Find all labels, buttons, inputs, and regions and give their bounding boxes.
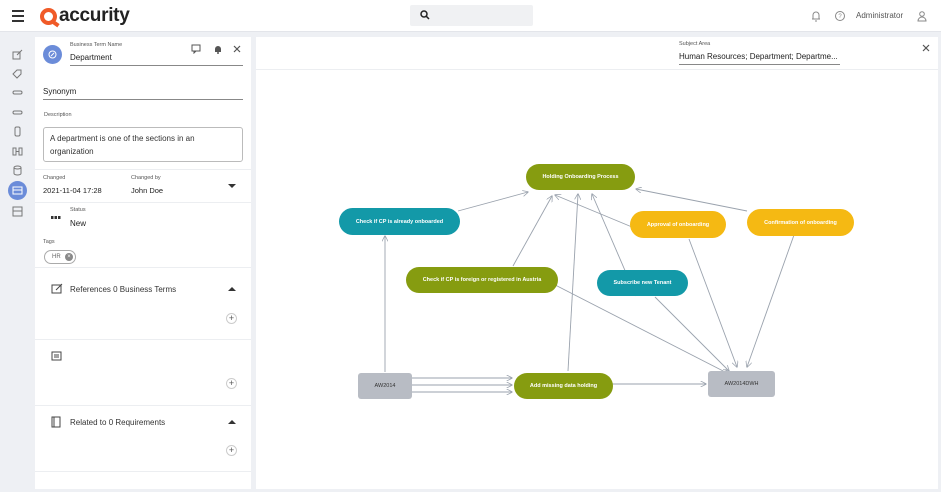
separator — [35, 405, 251, 406]
node-add-missing-data-holding[interactable]: Add missing data holding — [514, 373, 613, 399]
add-item-button[interactable]: + — [226, 378, 237, 389]
changed-by-value: John Doe — [131, 186, 164, 195]
business-term-avatar — [43, 45, 62, 64]
add-requirement-button[interactable]: + — [226, 445, 237, 456]
user-icon[interactable] — [915, 9, 929, 23]
lineage-icon[interactable] — [8, 181, 27, 200]
database-icon[interactable] — [8, 161, 27, 180]
node-approval-of-onboarding[interactable]: Approval of onboarding — [630, 211, 726, 238]
synonym-field[interactable]: Synonym — [43, 87, 77, 96]
subject-area-underline — [679, 64, 840, 65]
expand-history-icon[interactable] — [228, 184, 236, 188]
attribute-icon[interactable] — [8, 83, 27, 102]
description-label: Description — [44, 112, 72, 118]
logo-text: accurity — [59, 5, 130, 26]
node-confirmation-of-onboarding[interactable]: Confirmation of onboarding — [747, 209, 854, 236]
search-input[interactable] — [410, 5, 533, 26]
lineage-edges — [256, 37, 795, 489]
mapping-icon[interactable] — [8, 142, 27, 161]
left-rail — [0, 32, 35, 492]
separator — [35, 267, 251, 268]
close-icon[interactable] — [233, 45, 241, 53]
logo[interactable]: accurity — [40, 5, 130, 27]
edge — [457, 192, 528, 212]
edge — [555, 195, 633, 228]
edge — [688, 238, 737, 367]
separator — [35, 169, 251, 170]
node-holding-onboarding-process[interactable]: Holding Onboarding Process — [526, 164, 635, 190]
requirements-icon — [51, 416, 61, 428]
references-title: References 0 Business Terms — [70, 285, 177, 294]
tags-label: Tags — [43, 239, 55, 245]
entity-icon[interactable] — [8, 103, 27, 122]
changed-by-label: Changed by — [131, 175, 161, 181]
close-icon[interactable] — [922, 44, 930, 52]
remove-tag-icon[interactable]: × — [65, 253, 73, 261]
data-set-icon[interactable] — [8, 122, 27, 141]
status-label: Status — [70, 207, 86, 213]
separator — [35, 471, 251, 472]
node-check-already-onboarded[interactable]: Check if CP is already onboarded — [339, 208, 460, 235]
search-icon — [420, 10, 430, 20]
add-reference-button[interactable]: + — [226, 313, 237, 324]
tag-label: HR — [52, 254, 61, 260]
comment-section-icon — [51, 351, 62, 361]
diagram-panel: Subject Area Human Resources; Department… — [256, 37, 938, 489]
subject-area-label: Subject Area — [679, 41, 711, 47]
edit-icon — [48, 50, 57, 59]
separator — [35, 339, 251, 340]
changed-label: Changed — [43, 175, 66, 181]
node-aw2014dwh[interactable]: AW2014DWH — [708, 371, 775, 397]
node-aw2014[interactable]: AW2014 — [358, 373, 412, 399]
edge — [512, 196, 552, 267]
separator — [256, 69, 938, 70]
references-icon — [51, 283, 63, 294]
requirement-icon[interactable] — [8, 202, 27, 221]
name-underline — [70, 65, 243, 66]
edge — [747, 234, 795, 367]
status-icon — [51, 216, 61, 219]
comment-icon[interactable] — [191, 44, 202, 54]
notification-bell-icon[interactable] — [809, 9, 823, 23]
collapse-requirements-icon[interactable] — [228, 420, 236, 424]
name-label: Business Term Name — [70, 42, 123, 48]
bell-icon[interactable] — [213, 44, 223, 54]
menu-icon[interactable] — [12, 10, 24, 22]
description-field[interactable]: A department is one of the sections in a… — [43, 127, 243, 162]
collapse-references-icon[interactable] — [228, 287, 236, 291]
detail-panel: Business Term Name Department Synonym De… — [35, 37, 251, 489]
svg-text:?: ? — [838, 14, 842, 20]
status-value[interactable]: New — [70, 219, 87, 228]
requirements-title: Related to 0 Requirements — [70, 418, 166, 427]
name-field[interactable]: Department — [70, 53, 112, 62]
subject-area-field[interactable]: Human Resources; Department; Departme... — [679, 52, 838, 61]
edge — [523, 268, 729, 374]
top-bar: accurity ? Administrator — [0, 0, 941, 32]
tag-chip[interactable]: HR × — [44, 250, 76, 264]
business-term-icon[interactable] — [8, 45, 27, 64]
node-subscribe-new-tenant[interactable]: Subscribe new Tenant — [597, 270, 688, 296]
edge — [654, 296, 729, 371]
node-check-foreign-or-austria[interactable]: Check if CP is foreign or registered in … — [406, 267, 558, 293]
logo-mark — [40, 7, 57, 25]
changed-value: 2021-11-04 17:28 — [43, 186, 102, 195]
help-icon[interactable]: ? — [833, 9, 847, 23]
edge — [636, 189, 748, 212]
synonym-underline — [43, 99, 243, 100]
tag-icon[interactable] — [8, 64, 27, 83]
user-name[interactable]: Administrator — [856, 11, 904, 20]
edge — [567, 194, 578, 372]
separator — [35, 202, 251, 203]
